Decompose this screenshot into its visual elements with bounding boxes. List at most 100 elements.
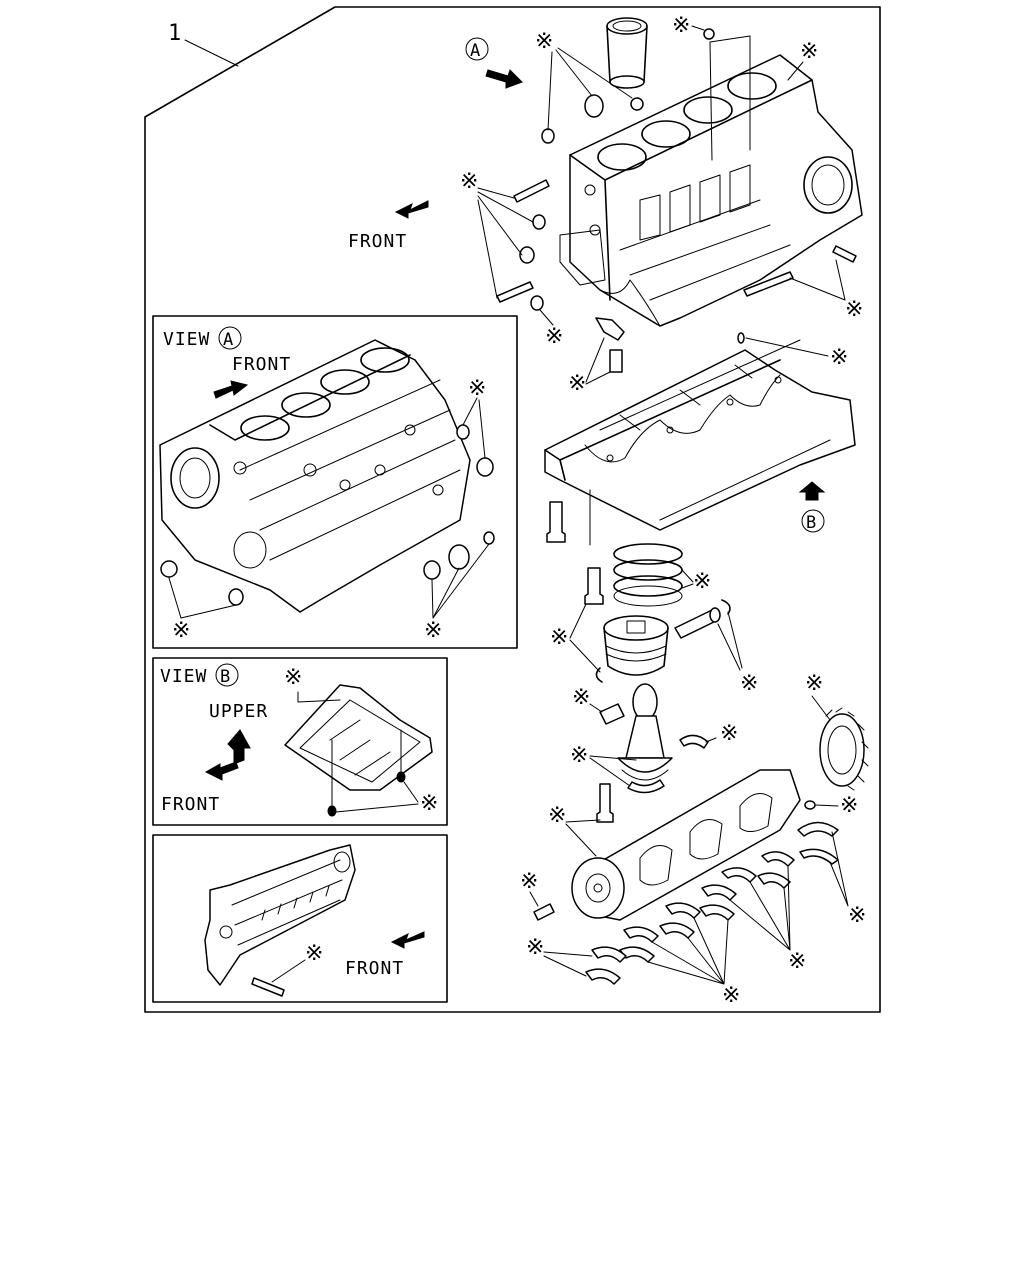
assembly-frame [144,6,881,1013]
svg-text:※: ※ [535,29,553,54]
crankcase-callouts: ※ [589,337,848,546]
expansion-plug [630,97,644,111]
svg-text:A: A [470,41,480,61]
main-front-label: FRONT [348,231,407,252]
svg-text:※: ※ [693,569,711,594]
snap-ring [595,667,603,683]
view-a-plug [423,560,441,580]
cylinder-block [559,54,863,327]
svg-text:※: ※ [172,618,190,643]
view-b-dowel [327,805,337,817]
svg-text:※: ※ [570,743,588,768]
piston-rings [613,543,683,607]
conrod-callouts: ※ ※ ※ [570,685,738,787]
main-bearing [591,946,627,963]
view-a-plug [228,588,244,606]
view-b-crankcase-drawing [284,684,433,791]
view-a-block-drawing [159,339,471,613]
bottom-view-stud-bolt [251,977,285,997]
view-a-plug [476,457,494,477]
crankshaft-gear [819,707,869,791]
crankshaft [571,769,801,921]
view-a-title-marker: A [218,326,242,350]
view-b-upper-label: UPPER [209,701,268,722]
view-a-title: VIEW [163,329,210,350]
main-bearing [699,904,735,921]
view-a-marker: A [465,37,489,61]
view-a-plug [483,531,495,545]
main-bearing [665,902,701,919]
bottom-view-callout: ※ [271,941,323,983]
expansion-plug [519,246,535,264]
svg-text:※: ※ [548,803,566,828]
svg-text:※: ※ [848,903,866,928]
svg-text:※: ※ [845,297,863,322]
crankcase-bolt [584,567,604,605]
view-b-marker: B [801,509,825,533]
svg-text:※: ※ [568,371,586,396]
oil-jet-bolt [609,349,623,373]
view-b-title-marker: B [215,663,239,687]
connecting-rod [617,683,673,781]
view-a-plug [448,544,470,570]
main-bearing [757,872,791,889]
svg-text:※: ※ [460,169,478,194]
bottom-view-drawing [204,844,356,986]
item-number-leader [184,39,239,67]
view-a-arrow-icon [485,69,523,89]
bearing-callouts: ※ ※ ※ ※ [526,831,866,1008]
svg-text:※: ※ [305,941,323,966]
view-a-plug [456,424,470,440]
view-b-dowel [396,771,406,783]
view-b-panel [152,657,448,826]
bottom-view-front-label: FRONT [345,958,404,979]
stud-bolt [496,281,534,303]
bottom-view-front-arrow-icon [390,931,425,949]
view-b-callouts: ※ ※ [284,665,438,816]
stud-bolt [743,271,794,297]
expansion-plug [532,214,546,230]
svg-text:※: ※ [800,39,818,64]
conrod-bearing [679,734,709,749]
svg-text:※: ※ [672,13,690,38]
lower-crankcase [544,339,856,531]
crank-bolt [596,783,614,823]
conrod-bearing [627,779,665,794]
svg-text:※: ※ [830,345,848,370]
svg-text:※: ※ [572,685,590,710]
main-bearing [721,867,757,883]
svg-text:※: ※ [840,793,858,818]
crankcase-bolt [546,501,566,543]
dowel-pin [703,28,715,40]
svg-text:A: A [223,330,233,350]
thrust-washer [799,848,839,865]
crankshaft-key [804,800,816,810]
svg-text:※: ※ [526,935,544,960]
svg-text:※: ※ [788,949,806,974]
crankshaft-pin [533,903,555,921]
svg-text:※: ※ [722,983,740,1008]
view-a-front-arrow-icon [213,380,249,399]
main-bearing [761,851,795,867]
svg-text:※: ※ [550,625,568,650]
main-bearing [701,884,737,901]
svg-text:B: B [220,667,230,687]
snap-ring [721,599,731,615]
piston-callouts: ※ ※ [550,603,758,696]
parts-callouts-top: ※ ※ ※ ※ ※ ※ ※ [460,13,863,396]
svg-text:B: B [806,513,816,533]
svg-text:※: ※ [284,665,302,690]
item-number-label: 1 [168,21,181,46]
view-a-plug [160,560,178,578]
expansion-plug [584,94,604,118]
view-b-upper-arrow-icon [227,729,251,765]
gear-callouts: ※ ※ [805,671,858,818]
piston [603,615,669,676]
main-bearing [585,968,621,985]
main-bearing [659,922,695,939]
stud-bolt [832,245,857,263]
view-a-front-label: FRONT [232,354,291,375]
view-a-panel [152,315,518,649]
crankcase-dowel [737,332,745,344]
